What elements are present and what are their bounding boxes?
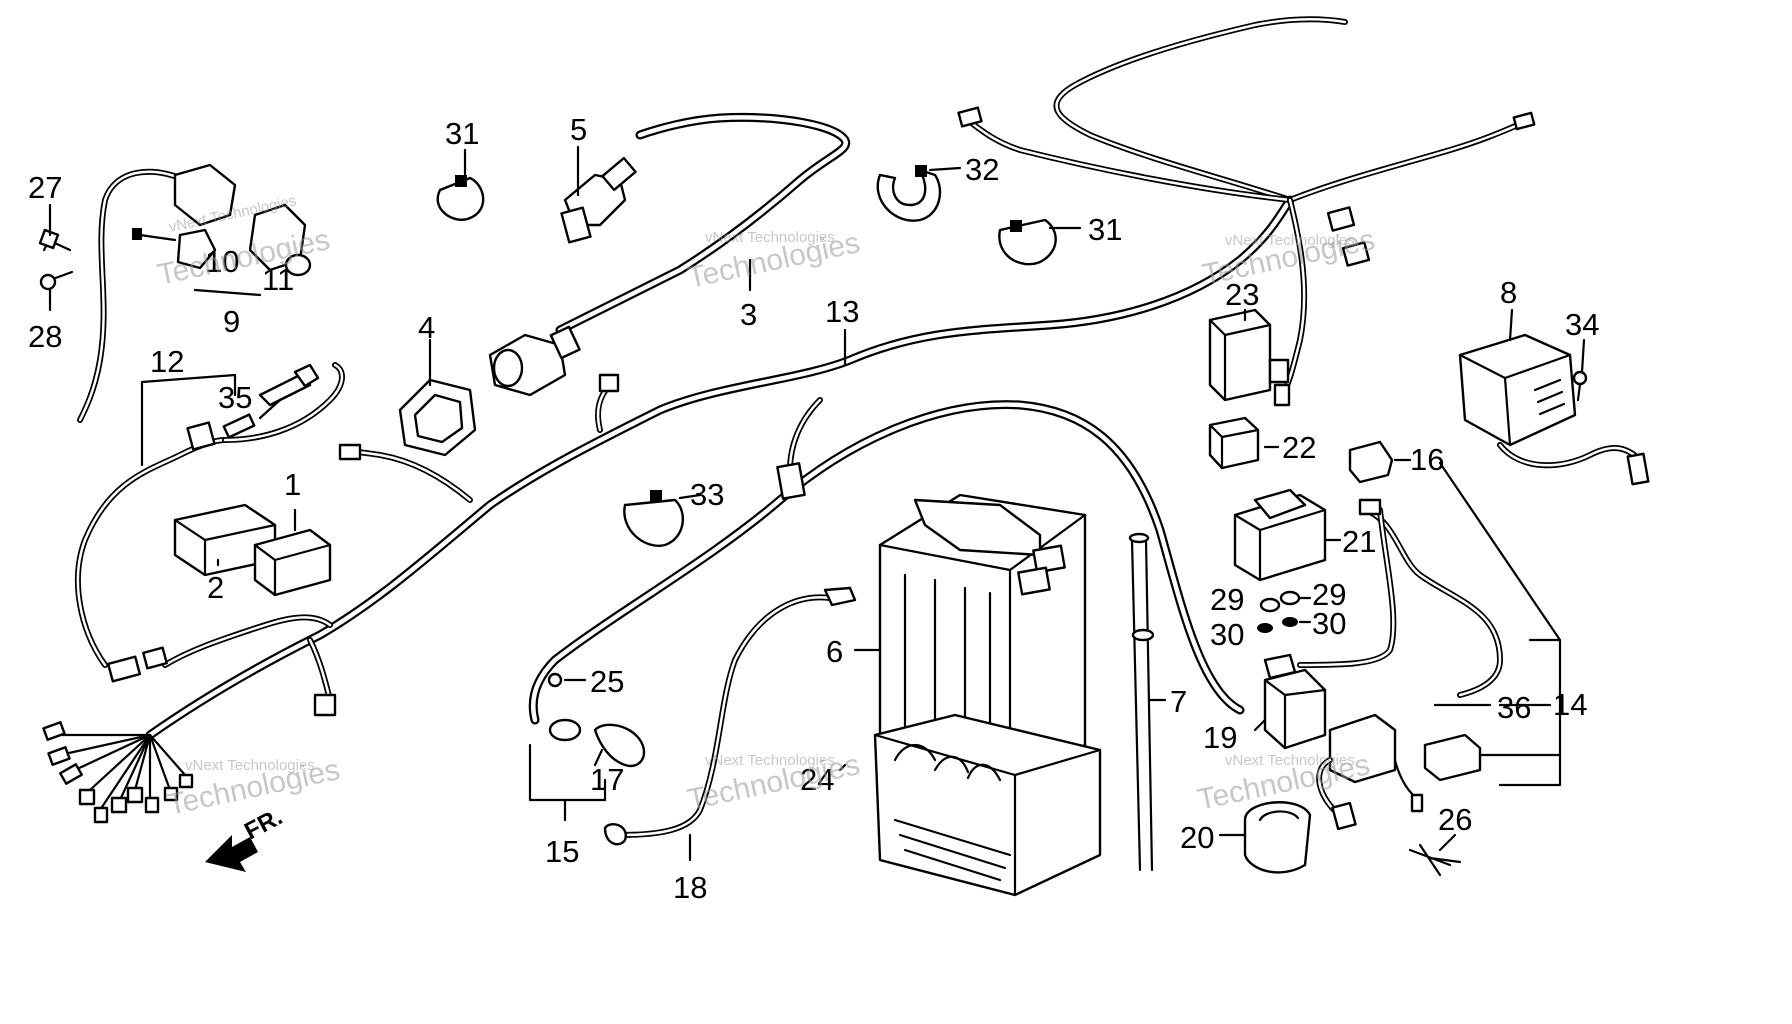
part-35-sensor [222, 413, 256, 439]
callout-17: 17 [590, 762, 624, 797]
washers-29-30 [1257, 590, 1301, 633]
starter-relay-19 [1263, 653, 1327, 750]
regulator-rectifier-8 [1458, 333, 1650, 486]
callout-3: 3 [740, 297, 757, 332]
callout-27: 27 [28, 170, 62, 205]
watermark-6-small: vNext Technologies [1225, 752, 1355, 769]
callout-26: 26 [1438, 802, 1472, 837]
callout-2: 2 [207, 570, 224, 605]
callout-20: 20 [1180, 820, 1214, 855]
clamp-33 [623, 490, 684, 547]
ignition-coil [488, 325, 581, 397]
main-wire-harness [42, 16, 1528, 824]
spark-plug-cap [560, 156, 637, 244]
cdi-unit-1 [253, 528, 332, 597]
callout-22: 22 [1282, 430, 1316, 465]
pulse-generator-assembly [77, 163, 312, 423]
callout-30-left: 30 [1210, 617, 1244, 652]
callout-9: 9 [223, 304, 240, 339]
clamp-31-right [998, 218, 1057, 266]
callout-10: 10 [205, 244, 239, 279]
front-direction-marker: FR. [205, 803, 287, 872]
battery-negative-cable [528, 400, 1245, 768]
watermark-3-small: vNext Technologies [1225, 232, 1355, 249]
callout-23: 23 [1225, 277, 1259, 312]
callout-6: 6 [826, 634, 843, 669]
callout-33: 33 [690, 477, 724, 512]
bolt-34 [1572, 370, 1588, 402]
clip-26 [1408, 843, 1462, 877]
bolt-28 [39, 270, 74, 291]
callout-25: 25 [590, 664, 624, 699]
callout-29-left: 29 [1210, 582, 1244, 617]
harness-connectors [106, 106, 1536, 717]
cable-16 [1297, 440, 1504, 698]
callout-21: 21 [1342, 524, 1376, 559]
callout-7: 7 [1170, 684, 1187, 719]
callout-31-upper: 31 [445, 116, 479, 151]
breather-tube [1128, 532, 1155, 872]
neutral-switch-12 [186, 363, 320, 451]
callout-8: 8 [1500, 275, 1517, 310]
callout-19: 19 [1203, 720, 1237, 755]
callout-1: 1 [284, 467, 301, 502]
callout-29-right: 29 [1312, 577, 1346, 612]
watermark-5-small: vNext Technologies [705, 752, 835, 769]
callout-labels: 27 28 10 11 9 31 5 32 31 3 13 4 12 35 1 … [28, 112, 1599, 905]
battery-holder [873, 713, 1102, 897]
battery-positive-cable-18 [603, 586, 857, 846]
bolt-27 [38, 228, 72, 252]
starter-relay-21 [1233, 488, 1327, 582]
callout-31-right: 31 [1088, 212, 1122, 247]
callout-13: 13 [825, 294, 859, 329]
callout-30-right: 30 [1312, 606, 1346, 641]
callout-24: 24 [800, 762, 834, 797]
relay-cover-20 [1243, 801, 1312, 874]
relay-23 [1208, 308, 1290, 402]
watermark-4-small: vNext Technologies [185, 757, 315, 774]
fuse-holder-14 [1316, 713, 1482, 831]
callout-4: 4 [418, 310, 435, 345]
watermark-2-small: vNext Technologies [705, 229, 835, 246]
clamp-32 [876, 165, 942, 222]
callout-28: 28 [28, 319, 62, 354]
high-tension-cord [555, 113, 851, 335]
clamp-31-upper [436, 175, 485, 221]
callout-15: 15 [545, 834, 579, 869]
callout-14: 14 [1553, 687, 1587, 722]
callout-16: 16 [1410, 442, 1444, 477]
callout-34: 34 [1565, 307, 1599, 342]
callout-5: 5 [570, 112, 587, 147]
callout-12: 12 [150, 344, 184, 379]
part-4-mount [398, 378, 477, 457]
callout-11: 11 [262, 262, 294, 297]
callout-32: 32 [965, 152, 999, 187]
callout-18: 18 [673, 870, 707, 905]
callout-35: 35 [218, 380, 252, 415]
callout-36: 36 [1497, 690, 1531, 725]
leader-lines [48, 145, 1586, 862]
relay-22 [1208, 416, 1260, 470]
